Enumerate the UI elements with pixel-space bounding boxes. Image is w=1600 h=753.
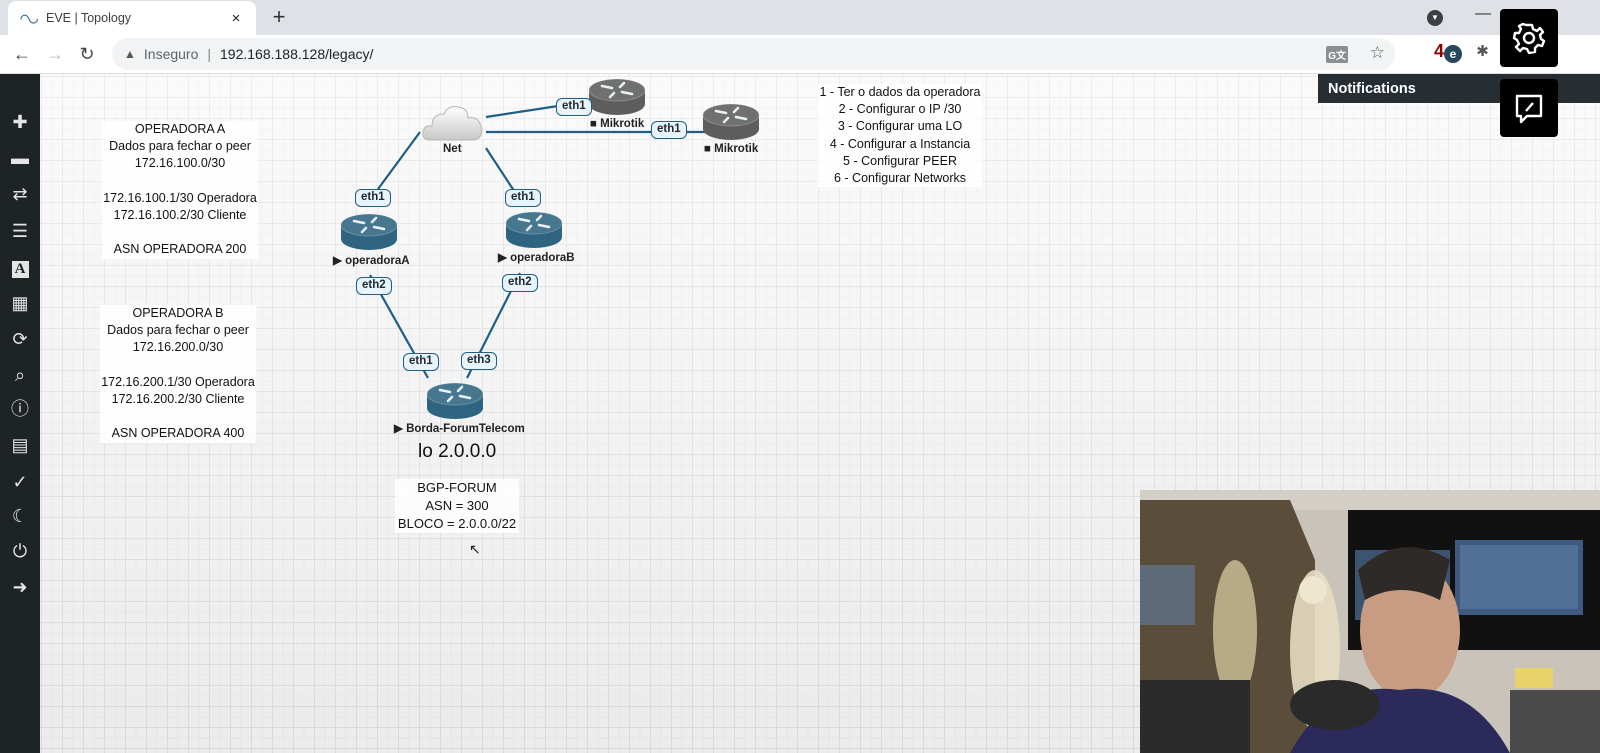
list-alt-icon: ▤	[11, 435, 29, 455]
tab-search-icon[interactable]: ▼	[1427, 10, 1443, 26]
operadoraB-label: ▶ operadoraB	[498, 252, 575, 264]
plus-icon: ✚	[12, 112, 28, 132]
webcam-picture	[1140, 490, 1600, 753]
url-text[interactable]: 192.168.188.128/legacy/	[220, 46, 374, 62]
running-status-icon: ▶	[333, 255, 342, 267]
search-plus-icon: ⌕	[14, 365, 26, 385]
running-status-icon: ▶	[394, 423, 403, 435]
router-icon	[588, 78, 646, 115]
extension-badge[interactable]: 4	[1434, 41, 1445, 61]
operadora-b-note[interactable]: OPERADORA B Dados para fechar o peer 172…	[100, 305, 256, 443]
mikrotik-1-label: ■ Mikrotik	[590, 118, 645, 130]
interface-label[interactable]: eth1	[651, 121, 687, 139]
power-icon: ⏻	[12, 541, 28, 561]
interface-label[interactable]: eth3	[461, 352, 497, 370]
router-icon	[340, 213, 398, 250]
sidebar-item-lock-lab[interactable]: ✓	[0, 468, 40, 496]
interface-label[interactable]: eth2	[356, 277, 392, 295]
feedback-button[interactable]	[1500, 79, 1558, 137]
extension-e-icon[interactable]: e	[1444, 45, 1462, 63]
webcam-video-overlay	[1140, 490, 1600, 753]
interface-label[interactable]: eth1	[403, 353, 439, 371]
sidebar-item-refresh[interactable]: ⟳	[0, 325, 40, 353]
comment-edit-icon	[1515, 94, 1543, 124]
exchange-icon: ⇄	[12, 184, 28, 204]
check-circle-icon: ✓	[12, 472, 28, 492]
operadoraA-label: ▶ operadoraA	[333, 255, 410, 267]
refresh-icon: ⟳	[12, 329, 28, 349]
operadoraA-router[interactable]	[340, 213, 398, 258]
security-label: Inseguro	[143, 46, 199, 62]
mouse-cursor-icon: ↖	[469, 541, 481, 557]
divider: |	[207, 46, 212, 62]
mikrotik-router-1[interactable]	[588, 78, 646, 123]
sidebar-item-text-objects[interactable]: A	[0, 253, 40, 281]
router-icon	[505, 211, 563, 248]
mikrotik-2-label: ■ Mikrotik	[704, 143, 759, 155]
borda-forumtelecom-router[interactable]	[426, 382, 484, 427]
warning-icon: ▲	[124, 47, 136, 61]
running-status-icon: ▶	[498, 252, 507, 264]
extensions-puzzle-icon[interactable]: ✱	[1476, 43, 1489, 60]
sidebar-item-lab-details[interactable]: ⓘ	[0, 395, 40, 423]
sidebar-item-nodes[interactable]: ▬	[0, 144, 40, 172]
interface-label[interactable]: eth1	[355, 189, 391, 207]
sidebar-item-networks[interactable]: ⇄	[0, 180, 40, 208]
settings-button[interactable]	[1500, 9, 1558, 67]
align-left-icon: ☰	[11, 221, 29, 241]
interface-label[interactable]: eth2	[502, 274, 538, 292]
stopped-status-icon: ■	[704, 143, 711, 155]
bookmark-star-icon[interactable]: ☆	[1369, 43, 1385, 62]
sidebar-item-zoom[interactable]: ⌕	[0, 361, 40, 389]
operadora-a-note[interactable]: OPERADORA A Dados para fechar o peer 172…	[102, 121, 258, 259]
router-icon	[702, 103, 760, 140]
sidebar-item-close-lab[interactable]: ⏻	[0, 537, 40, 565]
sidebar-item-grid-view[interactable]: ▦	[0, 289, 40, 317]
router-icon	[426, 382, 484, 419]
gear-icon	[1512, 22, 1546, 55]
sidebar-item-startup-configs[interactable]: ☰	[0, 217, 40, 245]
sign-out-icon: ➜	[12, 577, 28, 597]
hard-drive-icon: ▬	[11, 148, 29, 168]
cloud-icon	[422, 106, 483, 141]
tab-close-button[interactable]: ×	[231, 9, 241, 27]
browser-chrome: ◠◡ EVE | Topology × + ▼ — ← → ↻ ▲ Insegu…	[0, 0, 1600, 74]
tab-title: EVE | Topology	[46, 11, 132, 25]
font-icon: A	[11, 261, 29, 278]
sidebar-item-logout[interactable]: ➜	[0, 573, 40, 601]
interface-label[interactable]: eth1	[505, 189, 541, 207]
address-bar[interactable]: ▲ Inseguro | 192.168.188.128/legacy/ G文 …	[112, 38, 1395, 70]
minimize-button[interactable]: —	[1475, 5, 1491, 22]
sidebar-item-lab-list[interactable]: ▤	[0, 431, 40, 459]
th-icon: ▦	[11, 293, 29, 313]
reload-button[interactable]: ↻	[79, 44, 95, 64]
forward-button[interactable]: →	[46, 44, 64, 64]
stopped-status-icon: ■	[590, 118, 597, 130]
moon-icon: ☾	[11, 506, 29, 526]
back-button[interactable]: ←	[13, 44, 31, 64]
tab-strip: ◠◡ EVE | Topology × + ▼ —	[0, 0, 1600, 35]
mikrotik-router-2[interactable]	[702, 103, 760, 148]
borda-label: ▶ Borda-ForumTelecom	[394, 423, 525, 435]
net-label: Net	[443, 143, 462, 155]
new-tab-button[interactable]: +	[272, 4, 286, 29]
browser-toolbar: ← → ↻ ▲ Inseguro | 192.168.188.128/legac…	[0, 35, 1600, 74]
info-icon: ⓘ	[11, 399, 29, 419]
interface-label[interactable]: eth1	[556, 98, 592, 116]
net-cloud-node[interactable]	[420, 102, 486, 148]
loopback-note[interactable]: lo 2.0.0.0	[418, 441, 497, 462]
translate-icon[interactable]: G文	[1326, 46, 1348, 63]
steps-note[interactable]: 1 - Ter o dados da operadora 2 - Configu…	[818, 84, 982, 188]
operadoraB-router[interactable]	[505, 211, 563, 256]
sidebar-item-add-object[interactable]: ✚	[0, 108, 40, 136]
sidebar-item-dark-mode[interactable]: ☾	[0, 502, 40, 530]
eve-sidebar: ✚ ▬ ⇄ ☰ A ▦ ⟳ ⌕ ⓘ ▤ ✓ ☾ ⏻ ➜	[0, 74, 40, 753]
browser-tab[interactable]: ◠◡ EVE | Topology ×	[8, 1, 256, 35]
bgp-forum-note[interactable]: BGP-FORUM ASN = 300 BLOCO = 2.0.0.0/22	[395, 479, 519, 533]
eve-favicon-icon: ◠◡	[20, 12, 38, 25]
